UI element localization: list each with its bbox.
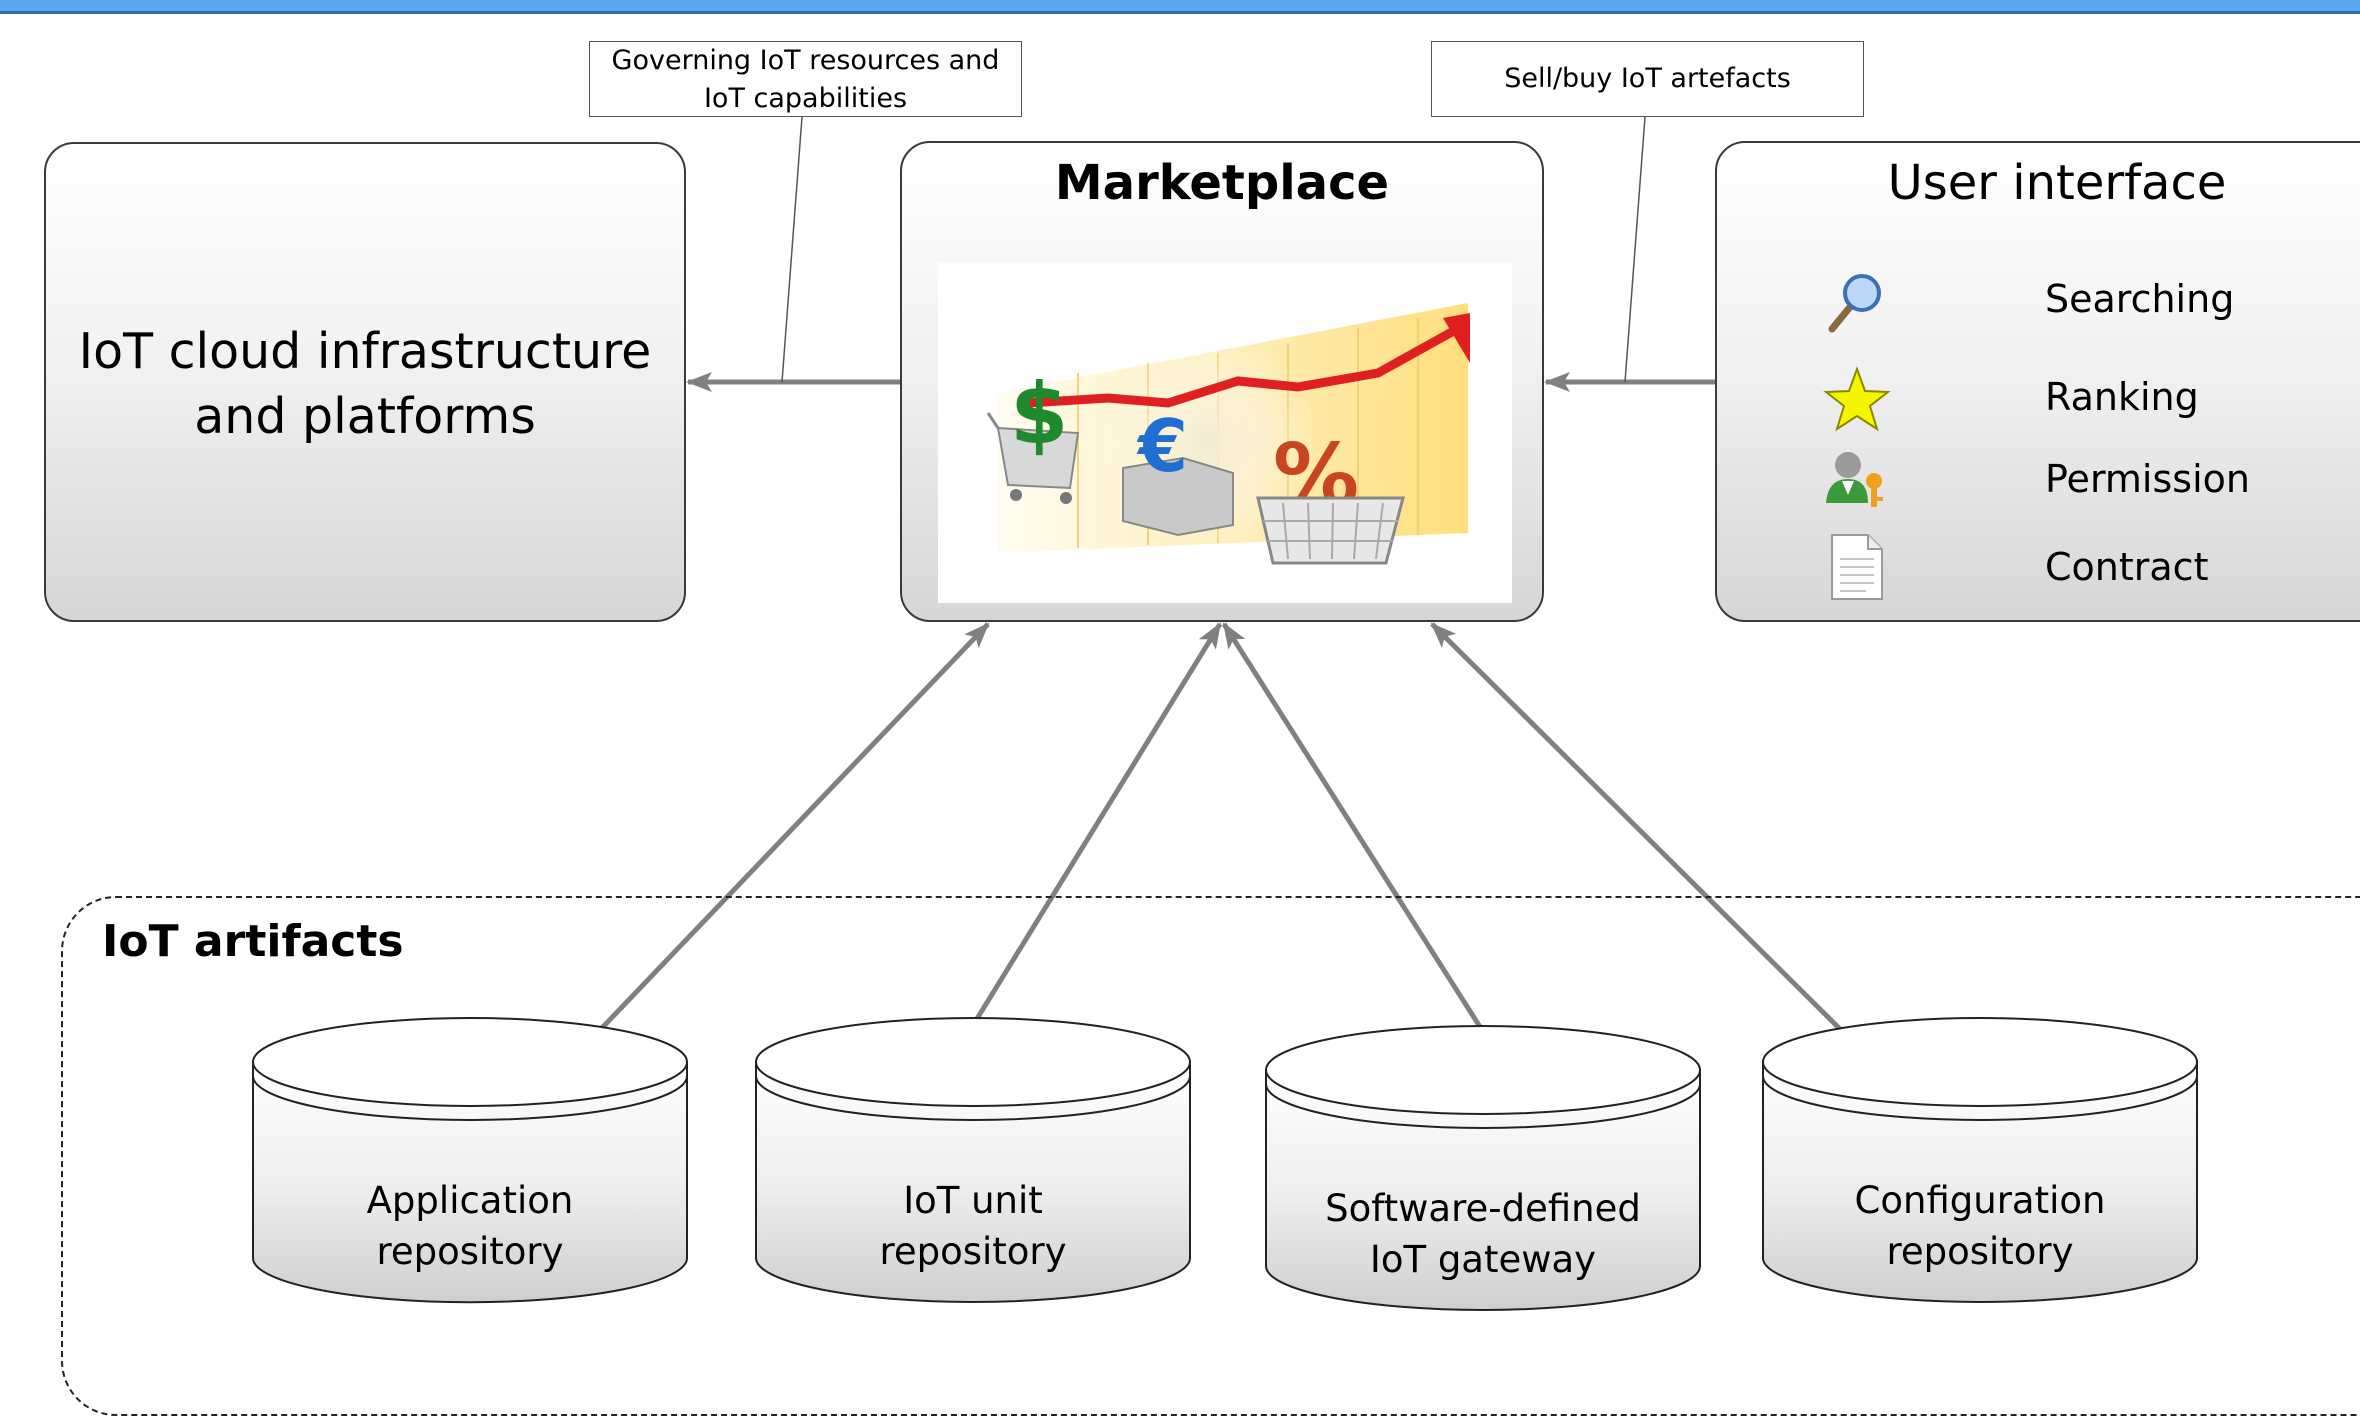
callout-sell-leader (1624, 116, 1646, 383)
repo-iot-unit-label: IoT unit repository (758, 1175, 1188, 1277)
callout-governing-line2: IoT capabilities (703, 83, 908, 114)
repo-configuration-label: Configuration repository (1765, 1175, 2195, 1277)
cylinder-iot-unit-repository (755, 1017, 1191, 1303)
repo-application-line1: Application (366, 1179, 574, 1222)
marketplace-title: Marketplace (1054, 155, 1390, 211)
ui-item-contract-label: Contract (2045, 545, 2209, 589)
user-interface-box: User interface Searching Ranking (1715, 141, 2360, 622)
callout-governing-leader (781, 116, 803, 383)
user-interface-title: User interface (1887, 155, 2227, 211)
trend-chart-icon (1027, 319, 1471, 408)
top-bar (0, 0, 2360, 14)
marketplace-illustration: $ € % (938, 263, 1512, 603)
iot-cloud-line2: and platforms (194, 388, 536, 445)
cylinder-configuration-repository (1762, 1017, 2198, 1303)
arrow-gateway (1221, 622, 1485, 1032)
star-icon (1822, 365, 1892, 435)
diagram-connectors (252, 116, 2198, 1311)
svg-text:$: $ (1010, 365, 1068, 463)
repo-gateway-label: Software-defined IoT gateway (1268, 1183, 1698, 1285)
document-icon (1822, 533, 1892, 603)
ui-item-ranking: Ranking (1822, 365, 2242, 435)
ui-item-searching-label: Searching (2045, 277, 2235, 321)
iot-artifacts-title: IoT artifacts (102, 916, 404, 967)
repo-configuration-line2: repository (1886, 1230, 2074, 1273)
iot-cloud-infrastructure-box: IoT cloud infrastructure and platforms (44, 142, 686, 622)
ui-item-permission: Permission (1822, 445, 2250, 515)
callout-governing-line1: Governing IoT resources and (611, 45, 1000, 76)
arrow-application-repo (598, 622, 990, 1032)
svg-text:€: € (1136, 404, 1188, 488)
magnifier-icon (1822, 269, 1892, 339)
iot-cloud-line1: IoT cloud infrastructure (78, 323, 652, 380)
euro-box-icon: € (1122, 404, 1234, 537)
ui-item-contract: Contract (1822, 533, 2242, 603)
iot-artifacts-group (61, 896, 2360, 1416)
arrow-configuration-repo (1430, 622, 1845, 1034)
repo-configuration-line1: Configuration (1854, 1179, 2106, 1222)
dollar-cart-icon: $ (986, 365, 1080, 504)
ui-item-permission-label: Permission (2045, 457, 2250, 501)
callout-governing: Governing IoT resources and IoT capabili… (589, 41, 1022, 117)
repo-iot-unit-line2: repository (879, 1230, 1067, 1273)
repo-iot-unit-line1: IoT unit (903, 1179, 1043, 1222)
repo-gateway-line1: Software-defined (1325, 1187, 1641, 1230)
ui-item-searching: Searching (1822, 269, 2242, 339)
user-key-icon (1822, 445, 1892, 515)
repo-application-label: Application repository (255, 1175, 685, 1277)
callout-sell-buy: Sell/buy IoT artefacts (1431, 41, 1864, 117)
iot-cloud-label: IoT cloud infrastructure and platforms (46, 319, 684, 449)
repo-gateway-line2: IoT gateway (1369, 1238, 1597, 1281)
ui-item-ranking-label: Ranking (2045, 375, 2199, 419)
arrow-iot-unit-repo (972, 622, 1223, 1024)
marketplace-box: Marketplace (900, 141, 1544, 622)
cylinder-software-defined-gateway (1265, 1025, 1701, 1311)
repo-application-line2: repository (376, 1230, 564, 1273)
percent-basket-icon: % (1256, 426, 1405, 565)
cylinder-application-repository (252, 1017, 688, 1304)
